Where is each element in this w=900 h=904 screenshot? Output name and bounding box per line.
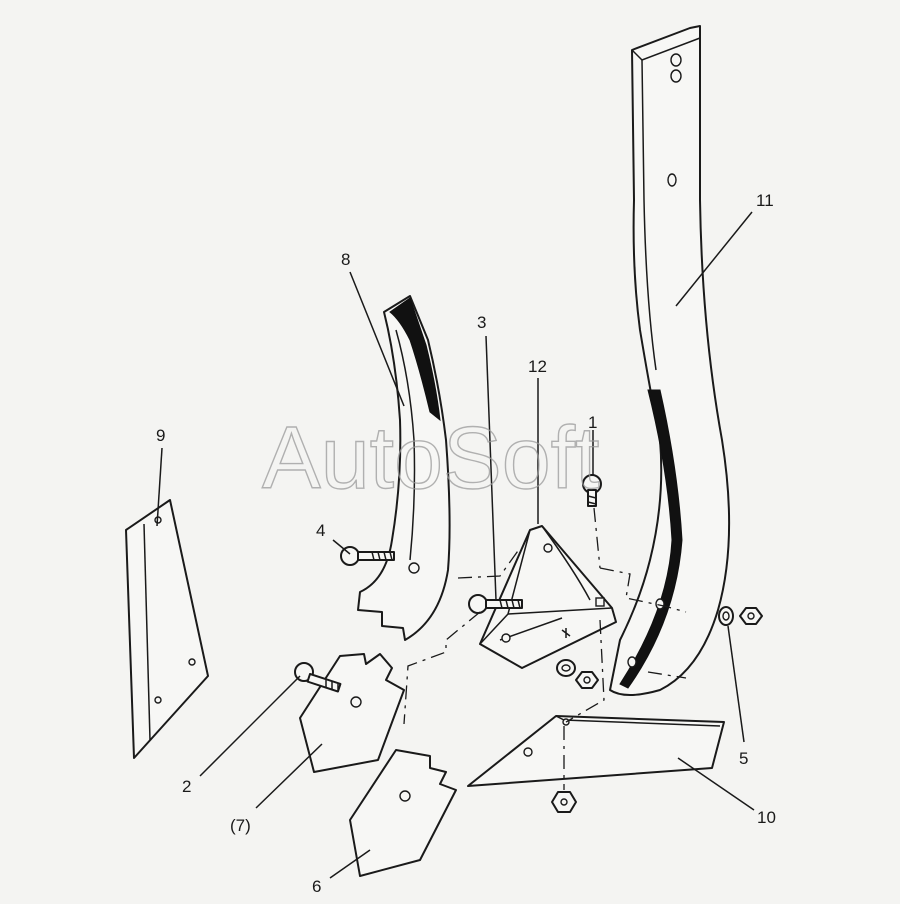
part-1-bolt	[582, 474, 602, 507]
leader-9	[156, 447, 163, 527]
shank-hole	[670, 69, 682, 83]
plate-hole	[188, 658, 196, 666]
tip-bolt-hole	[399, 790, 411, 802]
leader-3	[485, 335, 497, 601]
part-12-wedge-block	[479, 525, 617, 669]
tip-bolt-hole	[350, 696, 362, 708]
part-8-shield	[357, 295, 451, 641]
shank-hole	[627, 656, 637, 668]
assembly-center-lines	[403, 507, 687, 790]
callout-10: 10	[757, 808, 776, 827]
leader-2	[199, 675, 301, 777]
callout-1: 1	[588, 413, 597, 432]
shank-hole	[670, 53, 682, 67]
part-10-share	[467, 715, 725, 787]
callout-6: 6	[312, 877, 321, 896]
part-5-washer-nut	[718, 606, 763, 626]
callout-8: 8	[341, 250, 350, 269]
leader-5	[727, 625, 745, 743]
callout-9: 9	[156, 426, 165, 445]
callout-2: 2	[182, 777, 191, 796]
plate-hole	[154, 696, 162, 704]
block-hole	[543, 543, 553, 553]
callout-3: 3	[477, 313, 486, 332]
callout-12: 12	[528, 357, 547, 376]
leader-lines	[156, 211, 755, 879]
part-6-tip	[349, 749, 457, 877]
part-3-bolt	[468, 594, 523, 614]
watermark: AutoSoft	[262, 408, 600, 507]
block-hole	[501, 633, 511, 643]
callout-11: 11	[756, 191, 774, 210]
leader-4	[332, 539, 351, 555]
share-hole	[523, 747, 533, 757]
callout-5: 5	[739, 749, 748, 768]
block-nut-washer	[556, 659, 599, 689]
shank-hole	[667, 173, 677, 187]
shank-hole	[655, 598, 665, 610]
shield-bolt-hole	[408, 562, 420, 574]
callout-labels: 11 8 3 12 1 9 4 5 2 (7) 10 6	[156, 191, 776, 896]
callout-7: (7)	[230, 816, 251, 835]
callout-4: 4	[316, 521, 325, 540]
part-4-bolt	[340, 546, 395, 566]
part-11-shank	[609, 25, 731, 696]
share-nut	[551, 791, 577, 813]
block-slot	[595, 597, 605, 607]
leader-8	[349, 271, 405, 407]
leader-7	[255, 743, 323, 809]
part-9-side-plate	[125, 499, 209, 759]
leader-11	[675, 211, 753, 307]
leader-10	[677, 757, 755, 811]
part-7-tip	[299, 653, 405, 773]
leader-6	[329, 849, 371, 879]
